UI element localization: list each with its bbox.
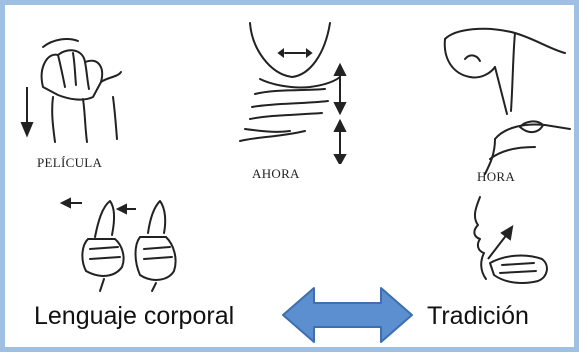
- tradition-sign-illustration: [450, 193, 560, 288]
- caption-tradition: Tradición: [427, 302, 529, 331]
- double-headed-arrow-icon: [280, 284, 415, 351]
- caption-body-language: Lenguaje corporal: [34, 302, 234, 331]
- ahora-sign-illustration: [230, 19, 360, 164]
- pelicula-label: PELÍCULA: [37, 155, 102, 171]
- ahora-label: AHORA: [252, 166, 300, 182]
- hora-sign-illustration: [425, 19, 575, 179]
- thumbs-up-sign-illustration: [60, 187, 190, 297]
- hora-label: HORA: [477, 169, 515, 185]
- pelicula-sign-illustration: [13, 27, 133, 147]
